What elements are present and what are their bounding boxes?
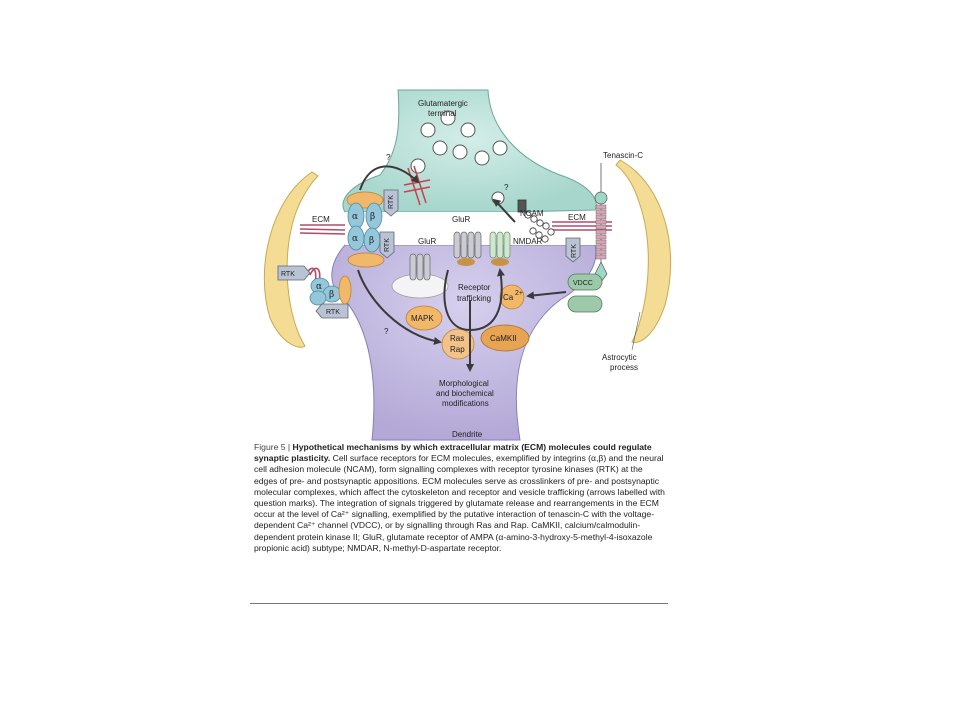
ca-label: Ca [503, 293, 514, 302]
vdcc-channel: VDCC [567, 273, 603, 313]
ecm-label-right: ECM [568, 213, 586, 222]
rtk-right: RTK [565, 237, 581, 263]
arrow-integrin-to-ras [357, 269, 442, 345]
nmdar-receptor [489, 231, 511, 266]
caption-body: Cell surface receptors for ECM molecules… [254, 453, 665, 553]
ras-label: Ras [450, 334, 464, 343]
morph-label-2: and biochemical [436, 389, 494, 398]
tenascin-label: Tenascin-C [603, 151, 643, 160]
arrow-vdcc-to-ca [526, 291, 567, 300]
rtk-lower: RTK [379, 231, 395, 259]
camkii-node: CaMKII [480, 324, 530, 352]
question-mark-3: ? [384, 327, 389, 336]
arrow-integrin-to-terminal [359, 165, 420, 191]
signal-arrows [357, 165, 567, 372]
glur-internal [391, 253, 449, 299]
figure-caption: Figure 5 | Hypothetical mechanisms by wh… [254, 442, 666, 554]
beta-label-astro: β [329, 290, 334, 300]
rtk-label-lower: RTK [384, 238, 391, 252]
ncam-label: NCAM [520, 209, 544, 218]
astrocytic-process-right [615, 159, 672, 343]
caption-title: Hypothetical mechanisms by which extrace… [254, 442, 652, 464]
receptor-trafficking-label-2: trafficking [457, 294, 491, 303]
terminal-label-2: terminal [428, 109, 457, 118]
vdcc-label: VDCC [573, 280, 593, 287]
mapk-node: MAPK [405, 305, 443, 331]
arrow-ncam-to-terminal [492, 198, 516, 223]
rtk-label-astro-2: RTK [326, 309, 340, 316]
terminal-label-1: Glutamatergic [418, 99, 468, 108]
integrin-complex-upper: α β [346, 191, 384, 230]
caption-divider [250, 603, 668, 604]
mapk-label: MAPK [411, 314, 434, 323]
ecm-label-left: ECM [312, 215, 330, 224]
rtk-label-right: RTK [571, 244, 578, 258]
caption-figure-number: Figure 5 | [254, 442, 291, 452]
calcium-ion: Ca 2+ [499, 284, 525, 310]
astrocyte-label-1: Astrocytic [602, 353, 637, 362]
morph-label-3: modifications [442, 399, 489, 408]
alpha-label-astro: α [316, 282, 322, 292]
beta-label-lower: β [369, 236, 374, 246]
nmdar-label: NMDAR [513, 237, 543, 246]
dendrite-label: Dendrite [452, 430, 483, 439]
tenascin-c [594, 163, 608, 283]
ncam-complex [517, 199, 555, 243]
beta-label-upper: β [370, 212, 375, 222]
question-mark-2: ? [504, 183, 509, 192]
ras-rap-node: Ras Rap [441, 328, 475, 360]
alpha-label-lower: α [352, 234, 358, 244]
rtk-upper: RTK [383, 189, 399, 217]
presynaptic-terminal [342, 89, 597, 213]
receptor-trafficking-label-1: Receptor [458, 283, 491, 292]
glur-label-left: GluR [418, 237, 436, 246]
question-mark-1: ? [386, 153, 391, 162]
astrocyte-receptor-cluster: RTK RTK α β [277, 265, 352, 319]
rtk-label-astro-1: RTK [281, 271, 295, 278]
camkii-label: CaMKII [490, 334, 517, 343]
rap-label: Rap [450, 345, 465, 354]
astrocyte-label-2: process [610, 363, 638, 372]
rtk-label-upper: RTK [388, 195, 395, 209]
ca-superscript: 2+ [515, 290, 523, 297]
integrin-complex-lower: α β [347, 225, 385, 268]
glur-receptor [453, 231, 482, 266]
alpha-label-upper: α [352, 212, 358, 222]
glur-label-top: GluR [452, 215, 470, 224]
morph-label-1: Morphological [439, 379, 489, 388]
astrocytic-process-left [263, 171, 319, 348]
